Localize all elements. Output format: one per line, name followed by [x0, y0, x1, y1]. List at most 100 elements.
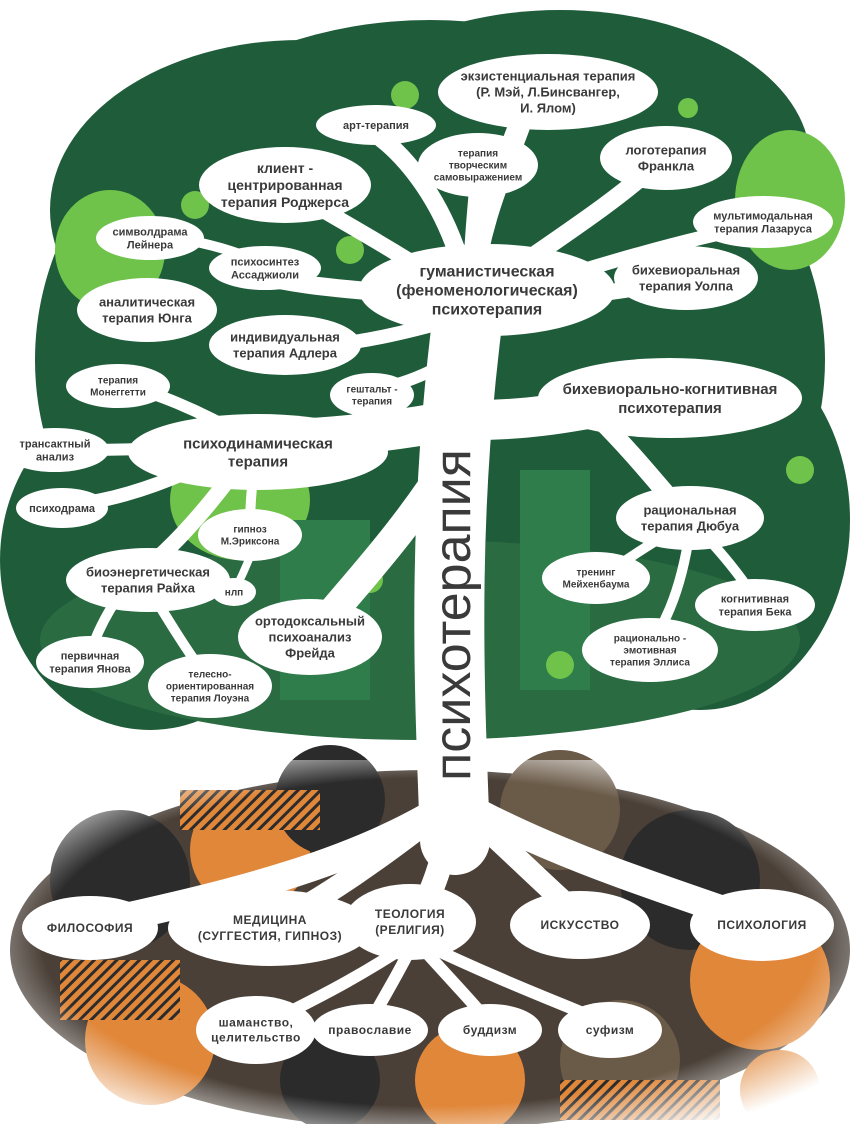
root-node-psychology: ПСИХОЛОГИЯ	[690, 889, 834, 961]
node-label: психодрама	[29, 503, 96, 515]
node-label: терапия	[228, 453, 288, 470]
node-label: психотерапия	[618, 400, 722, 417]
node-bubble	[614, 246, 758, 310]
node-label: гипноз	[233, 525, 266, 536]
node-label: рациональная	[643, 503, 736, 518]
node-label: бихевиоральная	[632, 263, 740, 278]
node-label: МЕДИЦИНА	[233, 913, 307, 927]
node-label: рационально -	[614, 634, 686, 645]
node-label: терапия	[98, 376, 138, 387]
canopy-dot	[546, 651, 574, 679]
trunk	[414, 265, 505, 875]
node-label: психодинамическая	[183, 435, 333, 452]
node-bubble	[198, 509, 302, 561]
node-label: терапия Лазаруса	[714, 223, 813, 235]
node-label: терапия Роджерса	[221, 194, 349, 210]
node-bubble	[66, 364, 170, 408]
node-label: тренинг	[577, 568, 616, 579]
node-label: терапия Лоуэна	[171, 694, 250, 705]
node-label: ориентированная	[166, 682, 254, 693]
node-label: терапия Бека	[719, 606, 793, 618]
node-label: эмотивная	[623, 646, 676, 657]
canopy-dot	[786, 456, 814, 484]
node-bubble	[344, 884, 476, 960]
node-label: Ассаджиоли	[231, 269, 299, 281]
node-bubble	[128, 414, 388, 490]
node-bubble	[77, 278, 217, 342]
node-label: Франкла	[638, 159, 695, 174]
node-bubble	[96, 216, 204, 260]
node-label: аналитическая	[99, 295, 195, 310]
node-label: мультимодальная	[713, 210, 813, 222]
node-bubble	[600, 126, 732, 190]
node-bubble	[558, 1002, 662, 1058]
node-label: Мейхенбаума	[563, 579, 630, 591]
node-label: первичная	[61, 650, 120, 662]
canopy-dot	[181, 191, 209, 219]
node-bubble	[196, 996, 316, 1064]
node-label: индивидуальная	[230, 330, 340, 345]
node-bubble	[510, 891, 650, 959]
canopy-dot	[391, 81, 419, 109]
node-label: психотерапия	[432, 302, 543, 319]
node-label: терапия Уолпа	[639, 279, 734, 294]
node-bubble	[538, 358, 802, 438]
node-bubble	[438, 1004, 542, 1056]
node-bubble	[66, 548, 230, 612]
node-bubble	[438, 54, 658, 130]
node-label: когнитивная	[721, 593, 789, 605]
node-label: терапия Эллиса	[610, 658, 690, 669]
node-bubble	[238, 599, 382, 675]
node-label: клиент -	[257, 160, 314, 176]
node-label: телесно-	[188, 670, 231, 681]
node-bubble	[330, 373, 414, 417]
node-label: центрированная	[227, 177, 342, 193]
node-bubble	[168, 890, 372, 966]
node-label: Фрейда	[285, 646, 336, 661]
node-label: символдрама	[113, 226, 189, 238]
node-label: самовыражением	[434, 173, 523, 184]
node-label: терапия Райха	[101, 581, 196, 596]
node-label: (феноменологическая)	[396, 283, 578, 300]
root-node-shamanism: шаманство,целительство	[196, 996, 316, 1064]
therapy-node-gestalt: гештальт -терапия	[330, 373, 414, 417]
node-label: ИСКУССТВО	[541, 918, 620, 932]
root-node-art: ИСКУССТВО	[510, 891, 650, 959]
node-label: нлп	[225, 588, 243, 599]
node-label: (РЕЛИГИЯ)	[375, 923, 445, 937]
node-label: экзистенциальная терапия	[461, 69, 636, 84]
root-node-orthodoxy: православие	[312, 1004, 428, 1056]
canopy-dot	[678, 98, 698, 118]
node-bubble	[690, 889, 834, 961]
root-node-theology: ТЕОЛОГИЯ(РЕЛИГИЯ)	[344, 884, 476, 960]
node-bubble	[212, 578, 256, 606]
node-label: бихевиорально-когнитивная	[563, 381, 778, 398]
node-bubble	[359, 244, 615, 336]
node-label: Лейнера	[127, 239, 174, 251]
node-label: биоэнергетическая	[86, 565, 210, 580]
node-label: терапия Юнга	[102, 311, 192, 326]
node-bubble	[22, 896, 158, 960]
node-bubble	[209, 246, 321, 290]
trunk-label: психотерапия	[424, 449, 482, 781]
node-label: психосинтез	[231, 256, 300, 268]
node-label: терапия	[458, 149, 498, 160]
node-bubble	[693, 196, 833, 248]
therapy-node-nlp: нлп	[212, 578, 256, 606]
therapy-node-psychodrama: психодрама	[16, 488, 108, 528]
node-label: ортодоксальный	[255, 614, 365, 629]
node-label: целительство	[211, 1031, 301, 1045]
node-label: И. Ялом)	[520, 101, 576, 116]
node-label: (Р. Мэй, Л.Бинсвангер,	[476, 85, 620, 100]
